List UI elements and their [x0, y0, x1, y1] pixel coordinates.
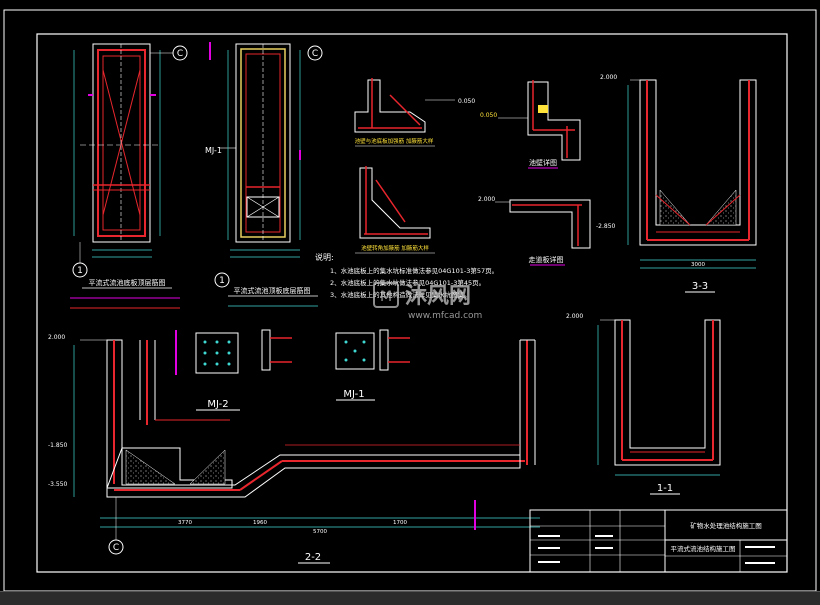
title-block[interactable]: 矿物水处理池结构施工图 平流式流池结构施工图	[529, 509, 788, 573]
watermark-logo-glyph: M	[380, 289, 392, 305]
axis-label-1: 1	[77, 266, 83, 276]
plan-top-title: 平流式流池顶板底层筋图	[234, 286, 311, 295]
watermark: M 沐风网 www.mfcad.com	[373, 282, 482, 321]
mj1-title: MJ-1	[343, 389, 364, 400]
section-3-3[interactable]: 2.000 3000 3-3	[600, 74, 757, 293]
detail-a-title: 池壁详图	[529, 158, 557, 167]
detail-b-elev2: -2.850	[596, 223, 616, 230]
mj2-embed[interactable]: MJ-2	[175, 330, 240, 411]
sheet-inner-frame	[36, 33, 788, 573]
axis-label-1-2: 1	[219, 276, 225, 286]
axis-bubble-1-2	[214, 272, 230, 288]
detail-b-elev: 2.000	[478, 196, 495, 203]
axis-bubble-c-2	[307, 45, 323, 61]
plan-top-slab[interactable]: MJ-1 C 1 平流式流池顶板底层筋图	[205, 42, 323, 307]
mj1-embed[interactable]: MJ-1	[261, 329, 410, 401]
section-22-span-a: 3770	[178, 520, 192, 526]
section-22-elev-bot: -3.550	[48, 481, 68, 488]
section-22-span-b: 1960	[253, 520, 267, 526]
detail-a[interactable]: 0.050 池壁详图	[480, 80, 581, 169]
notes-line2: 2、水池底板上的集水坑做法参见04G101-3第45页。	[330, 278, 485, 287]
detail-a-elev: 0.050	[480, 112, 497, 119]
notes-line1: 1、水池底板上的集水坑标准做法参见04G101-3第57页。	[330, 266, 498, 275]
section-22-span-total: 5700	[313, 529, 327, 535]
section-33-width: 3000	[691, 262, 705, 268]
detail-corner[interactable]: 池壁转角加腋筋 加腋筋大样	[355, 166, 435, 254]
mj1-callout-small: MJ-1	[205, 146, 222, 155]
detail-b-title: 走道板详图	[529, 255, 564, 264]
section-2-2[interactable]: 2.000 -1.850 -3.550 3770 1960 1700 5700 …	[48, 334, 540, 564]
notes-title: 说明:	[315, 252, 334, 262]
watermark-brand: 沐风网	[405, 284, 471, 309]
section-22-title: 2-2	[305, 552, 321, 563]
section-22-span-c: 1700	[393, 520, 407, 526]
detail-b[interactable]: 2.000 -2.850 走道板详图	[478, 196, 616, 266]
section-1-1[interactable]: 2.000 1-1	[566, 313, 721, 495]
watermark-url: www.mfcad.com	[408, 311, 482, 321]
axis-label-c-2: C	[312, 49, 318, 59]
section-33-title: 3-3	[692, 281, 708, 292]
axis-label-c-3: C	[113, 543, 119, 553]
axis-label-c: C	[177, 49, 183, 59]
plan-bottom-title: 平流式流池底板顶层筋图	[89, 278, 166, 287]
titleblock-project: 矿物水处理池结构施工图	[690, 521, 762, 530]
detail-wall-title: 池壁与池底板加强筋 加腋筋大样	[355, 137, 434, 145]
plan-bottom-slab[interactable]: C 1 平流式流池底板顶层筋图	[70, 43, 188, 309]
status-bar	[0, 591, 820, 605]
section-33-elev: 2.000	[600, 74, 617, 81]
detail-elev-label: 0.050	[458, 98, 475, 105]
mj2-title: MJ-2	[207, 399, 228, 410]
notes-line3: 3、水池底板上的其他构造做法详见集水坑图集。	[330, 290, 471, 299]
detail-wall-slab[interactable]: 0.050 池壁与池底板加强筋 加腋筋大样	[354, 78, 476, 147]
section-11-title: 1-1	[657, 483, 673, 494]
section-22-elev-top: 2.000	[48, 334, 65, 341]
titleblock-drawing: 平流式流池结构施工图	[671, 544, 736, 553]
detail-corner-title: 池壁转角加腋筋 加腋筋大样	[361, 244, 429, 252]
section-22-elev-mid: -1.850	[48, 442, 68, 449]
section-11-elev: 2.000	[566, 313, 583, 320]
notes-block: 说明: 1、水池底板上的集水坑标准做法参见04G101-3第57页。 2、水池底…	[315, 252, 498, 299]
